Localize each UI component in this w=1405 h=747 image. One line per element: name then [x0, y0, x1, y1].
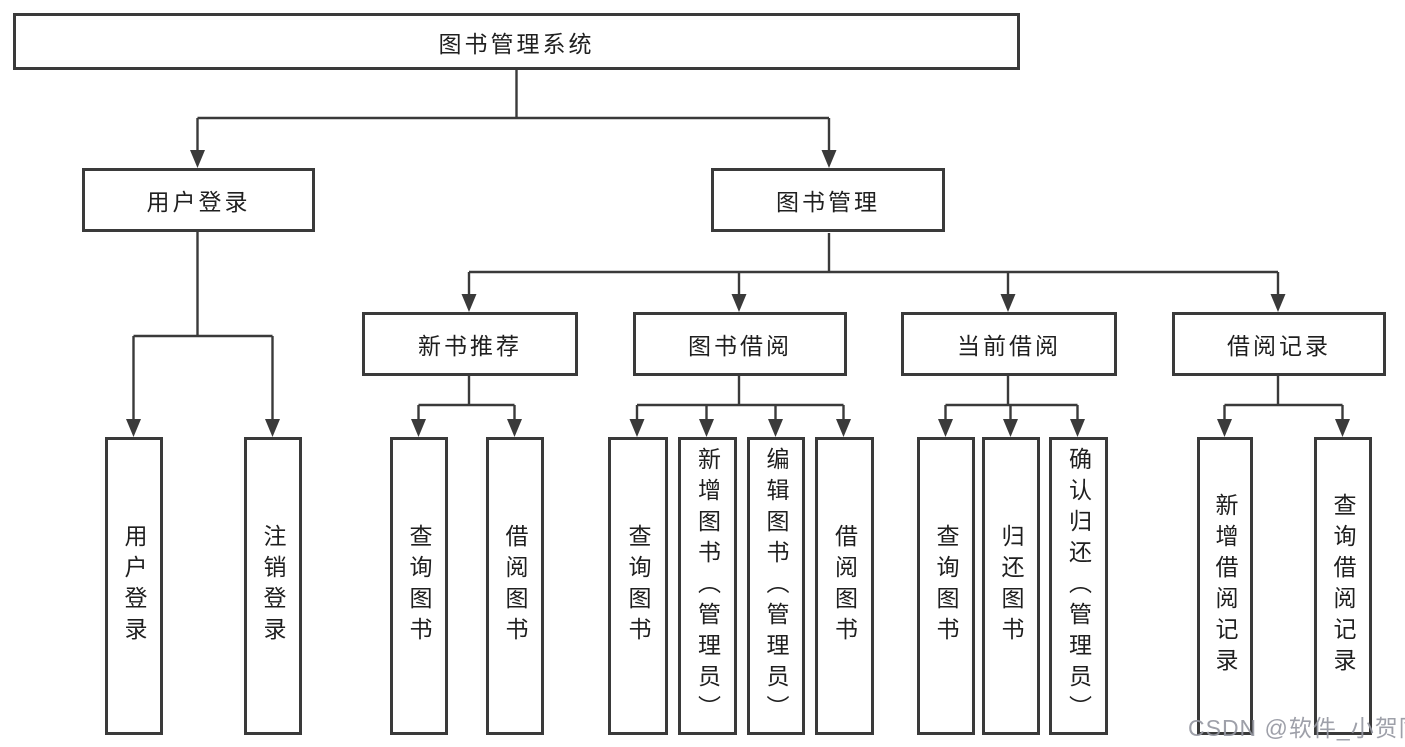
leaf-borrow-book: 借阅图书	[815, 437, 874, 735]
leaf-borrow-book-label: 借阅图书	[831, 524, 858, 648]
leaf-query-borrow-record: 查询借阅记录	[1314, 437, 1372, 735]
tree-edges	[132, 70, 1344, 422]
node-root: 图书管理系统	[13, 13, 1020, 70]
leaf-query-book-newrec-label: 查询图书	[406, 524, 432, 648]
leaf-return-book: 归还图书	[982, 437, 1040, 735]
node-borrow-record: 借阅记录	[1172, 312, 1386, 376]
leaf-confirm-return-admin: 确认归还（管理员）	[1049, 437, 1108, 735]
leaf-query-borrow-record-label: 查询借阅记录	[1330, 493, 1356, 679]
node-book-management: 图书管理	[711, 168, 945, 232]
leaf-borrow-book-newrec-label: 借阅图书	[502, 524, 528, 648]
leaf-add-borrow-record-label: 新增借阅记录	[1212, 493, 1238, 679]
leaf-return-book-label: 归还图书	[998, 524, 1024, 648]
leaf-confirm-return-admin-label: 确认归还（管理员）	[1065, 446, 1092, 726]
leaf-logout-label: 注销登录	[260, 524, 286, 648]
leaf-query-book-borrow: 查询图书	[608, 437, 668, 735]
leaf-edit-book-admin-label: 编辑图书（管理员）	[763, 446, 789, 726]
node-current-borrow: 当前借阅	[901, 312, 1117, 376]
leaf-query-book-current-label: 查询图书	[933, 524, 959, 648]
leaf-add-borrow-record: 新增借阅记录	[1197, 437, 1253, 735]
leaf-logout: 注销登录	[244, 437, 302, 735]
leaf-edit-book-admin: 编辑图书（管理员）	[747, 437, 805, 735]
leaf-query-book-borrow-label: 查询图书	[625, 524, 651, 648]
leaf-query-book-newrec: 查询图书	[390, 437, 448, 735]
leaf-user-login-label: 用户登录	[121, 524, 147, 648]
leaf-add-book-admin-label: 新增图书（管理员）	[694, 446, 721, 726]
leaf-query-book-current: 查询图书	[917, 437, 975, 735]
leaf-add-book-admin: 新增图书（管理员）	[678, 437, 737, 735]
leaf-user-login: 用户登录	[105, 437, 163, 735]
node-new-book-recommend: 新书推荐	[362, 312, 578, 376]
csdn-watermark: CSDN @软件_小贺同学	[1188, 715, 1405, 741]
leaf-borrow-book-newrec: 借阅图书	[486, 437, 544, 735]
node-user-login: 用户登录	[82, 168, 315, 232]
node-book-borrow: 图书借阅	[633, 312, 847, 376]
arrow-heads	[126, 150, 1350, 437]
